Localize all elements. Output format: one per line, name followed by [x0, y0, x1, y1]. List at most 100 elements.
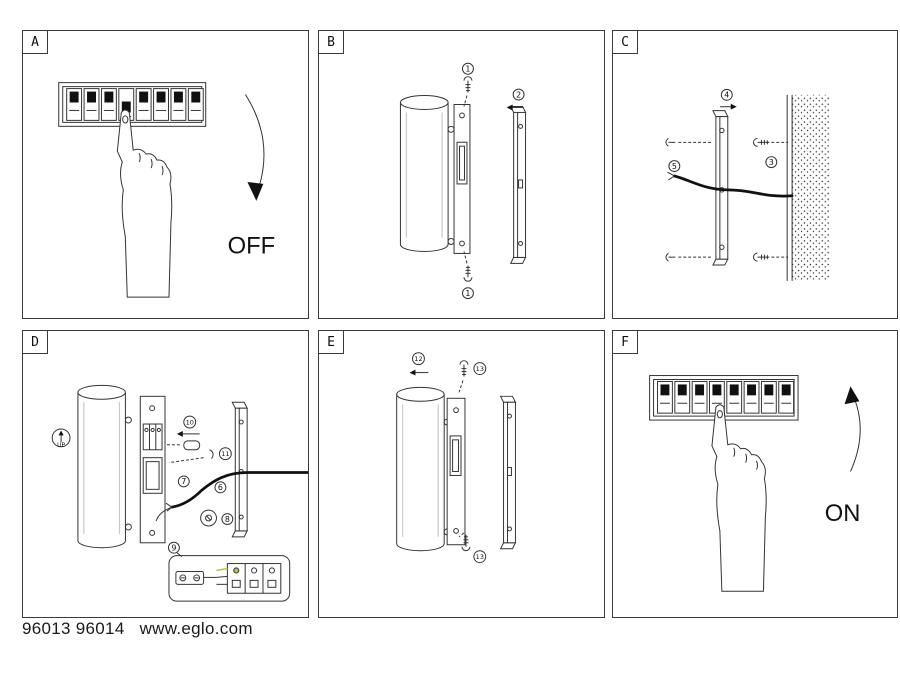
wall-plug-icon — [665, 137, 712, 147]
footer: 96013 96014 www.eglo.com — [22, 619, 263, 639]
panel-c-label: C — [613, 31, 638, 54]
wall-bracket — [499, 395, 517, 550]
screw-icon — [463, 76, 473, 94]
screw-icon — [753, 137, 770, 147]
step-12-marker: 12 — [412, 352, 425, 366]
step-8-marker: 8 — [221, 513, 234, 525]
wall-bracket — [509, 105, 527, 264]
panel-f-label: F — [613, 331, 638, 354]
hand-pressing-breaker — [116, 109, 173, 298]
panel-e-label: E — [319, 331, 344, 354]
wall-section — [786, 94, 830, 281]
mains-cable — [672, 174, 794, 198]
hook-pointer-line — [168, 457, 204, 464]
panel-c-illustration: 4 3 5 — [665, 88, 830, 281]
ground-wire — [216, 567, 228, 572]
slide-direction-arrow — [506, 104, 524, 111]
lamp-body — [396, 386, 451, 552]
circuit-breaker-panel — [58, 82, 207, 127]
step-10-marker: 10 — [183, 415, 197, 429]
model-numbers: 96013 96014 — [22, 619, 125, 638]
back-plate-open — [139, 395, 166, 544]
svg-text:10: 10 — [186, 418, 194, 426]
panel-a-illustration: OFF — [58, 82, 276, 298]
panel-b-label: B — [319, 31, 344, 54]
wall-bracket — [231, 401, 248, 538]
fingernail — [716, 410, 723, 419]
screw-icon — [753, 252, 770, 262]
screw-pointer-line — [463, 95, 468, 107]
step-7-marker: 7 — [177, 475, 190, 488]
panel-d: D UP — [22, 330, 309, 618]
step-1-marker: 1 — [461, 287, 474, 300]
step-6-marker: 6 — [214, 481, 227, 494]
svg-text:1: 1 — [465, 65, 470, 74]
circuit-breaker-panel — [649, 375, 799, 421]
back-plate — [453, 103, 471, 254]
svg-text:2: 2 — [516, 90, 521, 99]
svg-text:13: 13 — [476, 553, 484, 561]
svg-text:3: 3 — [769, 158, 774, 167]
lamp-body — [399, 95, 455, 252]
detail-leader-line — [176, 552, 183, 558]
on-direction-arrow — [844, 386, 861, 472]
website-url: www.eglo.com — [139, 619, 253, 638]
hook-direction-arrow — [409, 369, 429, 376]
svg-text:9: 9 — [171, 543, 176, 552]
panel-d-illustration: UP — [51, 384, 308, 602]
svg-text:13: 13 — [476, 365, 484, 373]
cable-wire-ends — [667, 171, 675, 181]
screw-pointer-line — [458, 532, 465, 538]
step-11-marker: 11 — [218, 447, 232, 461]
screw-pointer-line — [463, 251, 468, 264]
terminal-connection-detail — [168, 555, 291, 602]
panel-b: B — [318, 30, 605, 319]
off-direction-arrow — [245, 94, 265, 201]
wire-hook-icon — [209, 449, 214, 459]
panel-f: F — [612, 330, 898, 618]
svg-text:7: 7 — [181, 477, 186, 486]
step-13-marker: 13 — [473, 362, 487, 376]
panel-e: E — [318, 330, 605, 618]
hand-pressing-breaker — [711, 404, 767, 592]
step-9-marker: 9 — [167, 541, 180, 554]
panel-a-label: A — [23, 31, 48, 54]
wall-plug-icon — [665, 252, 712, 262]
up-label: UP — [57, 442, 65, 449]
fingernail — [122, 115, 129, 124]
cable-sleeve-icon — [183, 440, 201, 451]
off-label: OFF — [228, 232, 276, 259]
step-1-marker: 1 — [461, 62, 474, 75]
screw-pointer-line — [458, 380, 464, 393]
step-13-marker: 13 — [473, 550, 487, 564]
back-plate — [446, 397, 466, 546]
step-4-marker: 4 — [720, 88, 733, 101]
panel-f-illustration: ON — [649, 375, 861, 592]
svg-text:5: 5 — [672, 162, 677, 171]
screw-icon — [459, 360, 469, 378]
screw-detail-magnifier — [200, 509, 217, 527]
press-direction-arrow — [719, 103, 737, 110]
screw-icon — [463, 264, 473, 282]
lamp-body — [77, 384, 132, 549]
slide-sleeve-arrow — [176, 430, 200, 437]
svg-text:12: 12 — [414, 355, 422, 363]
svg-text:1: 1 — [465, 289, 470, 298]
svg-text:8: 8 — [225, 515, 230, 524]
panel-b-illustration: 1 1 2 — [399, 62, 527, 300]
panel-e-illustration: 12 13 13 — [396, 352, 517, 564]
step-5-marker: 5 — [668, 160, 681, 173]
wire-into-plate — [155, 506, 173, 522]
on-label: ON — [825, 501, 861, 527]
up-orientation-indicator: UP — [51, 428, 71, 449]
svg-text:6: 6 — [218, 483, 223, 492]
mains-cable — [170, 471, 308, 509]
panel-d-label: D — [23, 331, 48, 354]
ground-terminal — [233, 567, 240, 574]
svg-text:4: 4 — [724, 91, 729, 100]
panel-c: C — [612, 30, 898, 319]
step-3-marker: 3 — [765, 156, 778, 169]
step-2-marker: 2 — [512, 88, 525, 101]
panel-a: A — [22, 30, 309, 319]
svg-text:11: 11 — [221, 450, 229, 458]
